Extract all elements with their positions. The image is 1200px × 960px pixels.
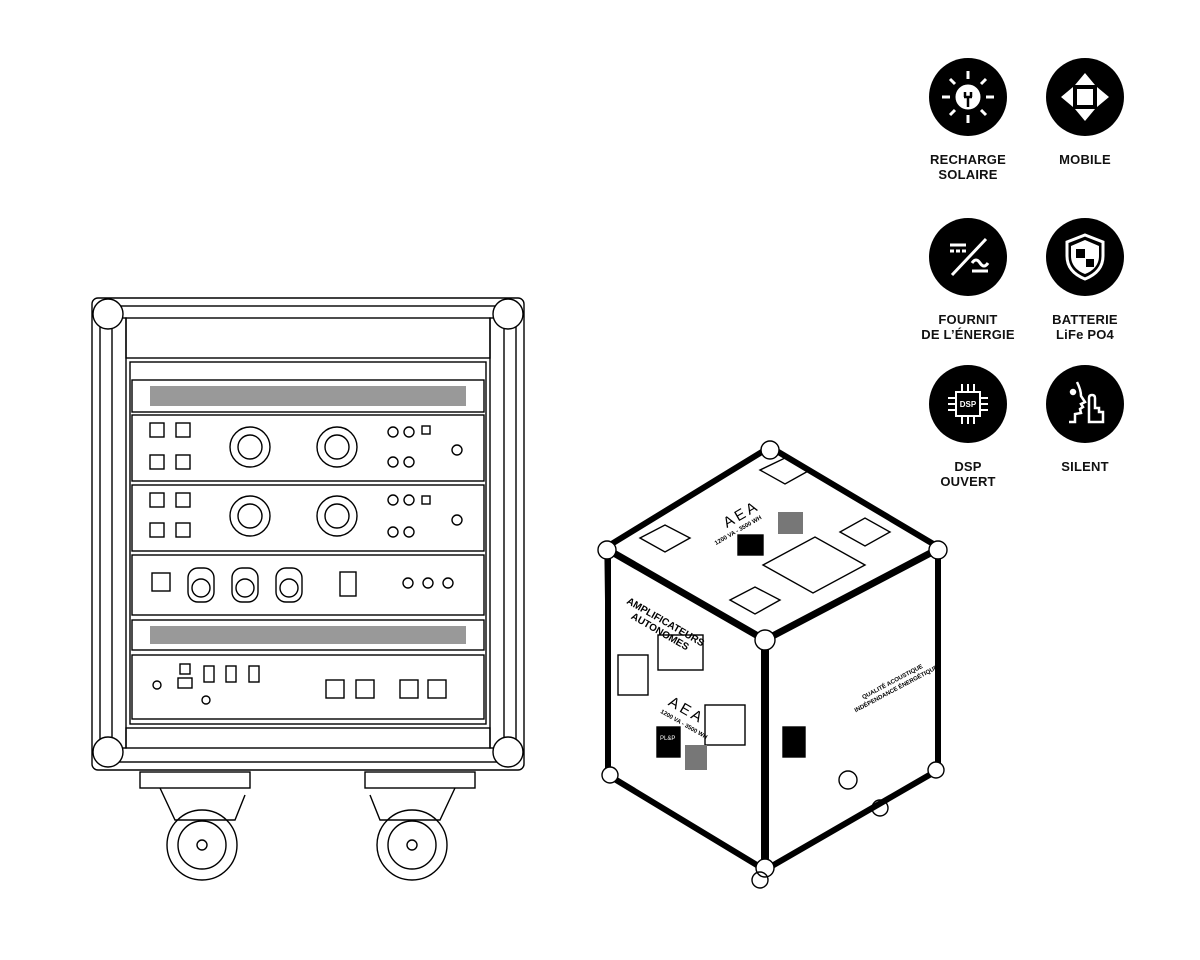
silent-gesture-icon bbox=[1046, 365, 1124, 443]
feature-label-line: FOURNIT bbox=[938, 312, 998, 327]
feature-label-line: SOLAIRE bbox=[938, 167, 998, 182]
case-brand-logo: PL&P bbox=[660, 736, 676, 742]
feature-label-line: RECHARGE bbox=[930, 152, 1006, 167]
feature-label-line: BATTERIE bbox=[1052, 312, 1118, 327]
solar-plug-icon bbox=[929, 58, 1007, 136]
rack-corners bbox=[92, 298, 524, 768]
feature-mobile: MOBILE bbox=[1025, 58, 1145, 167]
amplifier-module-2 bbox=[131, 484, 485, 552]
feature-label-line: SILENT bbox=[1061, 459, 1109, 474]
feature-silent: SILENT bbox=[1025, 365, 1145, 474]
feature-label-line: MOBILE bbox=[1059, 152, 1111, 167]
caster-wheel-right bbox=[364, 771, 476, 881]
feature-label-line: DSP bbox=[954, 459, 982, 474]
shield-icon bbox=[1046, 218, 1124, 296]
feature-label-line: DE L’ÉNERGIE bbox=[921, 327, 1015, 342]
case-isometric-view bbox=[597, 440, 948, 889]
caster-wheel-left bbox=[139, 771, 251, 881]
connector-panel bbox=[131, 654, 485, 720]
rack-frame bbox=[91, 297, 525, 771]
move-arrows-icon bbox=[1046, 58, 1124, 136]
amplifier-module-1 bbox=[131, 414, 485, 482]
feature-label-line: OUVERT bbox=[940, 474, 996, 489]
dsp-chip-icon: DSP bbox=[929, 365, 1007, 443]
power-panel bbox=[131, 554, 485, 616]
chip-label: DSP bbox=[959, 399, 977, 409]
feature-label-line: LiFe PO4 bbox=[1056, 327, 1114, 342]
dc-ac-converter-icon bbox=[929, 218, 1007, 296]
vent-panel-bottom bbox=[131, 619, 485, 651]
vent-panel-top bbox=[131, 379, 485, 413]
